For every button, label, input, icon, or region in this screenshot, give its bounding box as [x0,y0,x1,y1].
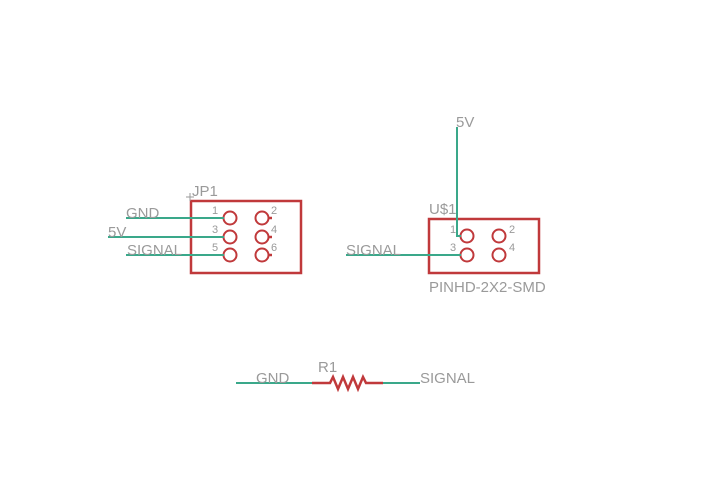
jp1-pin-6: 6 [271,242,277,254]
us1-pin-3: 3 [450,242,456,254]
us1-pad-2[interactable] [491,228,507,244]
r1-name: R1 [318,359,337,376]
us1-pad-1[interactable] [459,228,475,244]
jp1-pad-6[interactable] [254,247,270,263]
jp1-pad-3[interactable] [222,229,238,245]
jp1-pin-5: 5 [212,242,218,254]
jp1-name: JP1 [192,183,218,200]
jp1-pin-3: 3 [212,224,218,236]
jp1-pin-1: 1 [212,205,218,217]
part-r1[interactable]: R1 GND SIGNAL [236,359,475,393]
net-label-signal: SIGNAL [127,242,182,259]
us1-pin-1: 1 [450,224,456,236]
net-label-5v: 5V [456,114,474,131]
net-label-signal: SIGNAL [346,242,401,259]
us1-pad-4[interactable] [491,247,507,263]
us1-pad-3[interactable] [459,247,475,263]
us1-name: U$1 [429,201,457,218]
us1-nets[interactable]: 5V SIGNAL [346,114,474,259]
net-label-signal: SIGNAL [420,370,475,387]
part-jp1[interactable]: JP1 1 2 3 4 5 6 [186,183,303,275]
us1-pin-2: 2 [509,224,515,236]
net-label-gnd: GND [256,370,290,387]
jp1-pin-2: 2 [271,205,277,217]
net-label-5v: 5V [108,224,126,241]
jp1-pad-4[interactable] [254,229,270,245]
us1-value: PINHD-2X2-SMD [429,279,546,296]
us1-pin-4: 4 [509,242,515,254]
jp1-nets[interactable]: GND 5V SIGNAL [108,205,224,259]
jp1-pin-4: 4 [271,224,277,236]
part-us1[interactable]: U$1 PINHD-2X2-SMD 1 2 3 4 [427,201,546,296]
net-wire-5v[interactable] [456,127,461,237]
net-label-gnd: GND [126,205,160,222]
resistor-symbol [312,373,383,393]
us1-body [427,217,541,275]
jp1-pad-1[interactable] [222,210,238,226]
jp1-pad-2[interactable] [254,210,270,226]
jp1-pad-5[interactable] [222,247,238,263]
